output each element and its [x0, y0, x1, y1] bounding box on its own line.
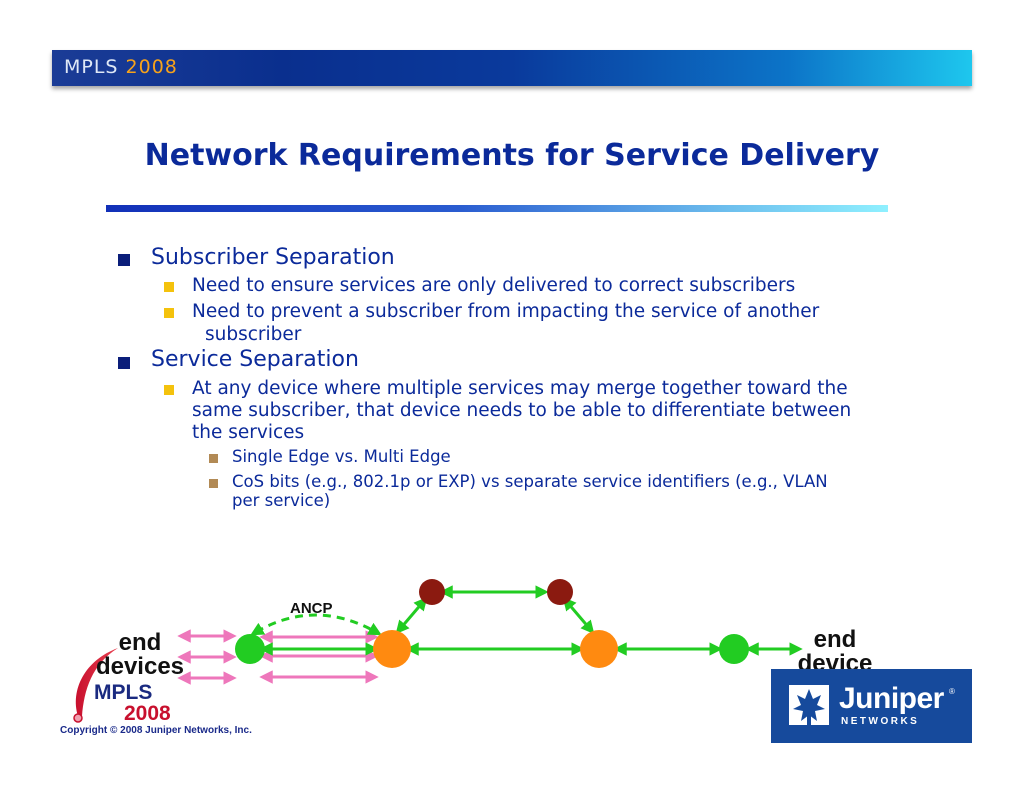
- edge-router-left: [373, 630, 411, 668]
- access-node-left: [235, 634, 265, 664]
- juniper-logo: Juniper ® NETWORKS: [771, 669, 972, 743]
- sub-bullet-icon: [164, 308, 174, 318]
- sub-sub-bullet-icon: [209, 479, 218, 488]
- access-node-right: [719, 634, 749, 664]
- juniper-networks-text: NETWORKS: [841, 716, 920, 727]
- sub-bullet-text: Need to prevent a subscriber from impact…: [192, 301, 820, 322]
- juniper-wordmark: Juniper: [839, 682, 944, 715]
- title-underline: [106, 205, 888, 212]
- slide-title: Network Requirements for Service Deliver…: [144, 138, 880, 173]
- sub-bullet-icon: [164, 385, 174, 395]
- sub-sub-bullet-text: Single Edge vs. Multi Edge: [232, 447, 451, 466]
- end-label-line1: end: [118, 629, 162, 656]
- sub-bullet-text-cont: subscriber: [205, 324, 302, 345]
- end-label-line1: end: [813, 626, 857, 653]
- service-node-left: [419, 579, 445, 605]
- sub-bullet-text-cont: same subscriber, that device needs to be…: [192, 400, 852, 421]
- service-node-right: [547, 579, 573, 605]
- bullet-square-icon: [118, 357, 130, 369]
- ancp-label: ANCP: [290, 600, 333, 617]
- banner-year: 2008: [125, 56, 178, 78]
- banner-mpls: MPLS: [64, 56, 119, 78]
- end-label-line2: devices: [95, 653, 185, 680]
- logo-mpls-text: MPLS: [94, 681, 153, 704]
- bullet-square-icon: [118, 254, 130, 266]
- network-links: [250, 585, 803, 656]
- sub-sub-bullet-text-cont: per service): [232, 491, 331, 510]
- service-links-middle: [259, 630, 379, 684]
- juniper-leaf-icon: [789, 685, 829, 725]
- copyright-notice: Copyright © 2008 Juniper Networks, Inc.: [60, 725, 252, 736]
- sub-sub-bullet-icon: [209, 454, 218, 463]
- mpls-logo-swoosh-icon: [73, 648, 118, 723]
- sub-bullet-text: At any device where multiple services ma…: [192, 378, 848, 399]
- sub-sub-bullet-text: CoS bits (e.g., 802.1p or EXP) vs separa…: [232, 472, 828, 491]
- subscriber-links-left: [177, 629, 237, 685]
- header-banner: MPLS 2008: [52, 50, 972, 86]
- bullet-service-separation: Service Separation: [151, 347, 359, 372]
- juniper-registered-mark: ®: [949, 687, 955, 696]
- bullet-subscriber-separation: Subscriber Separation: [151, 245, 395, 270]
- logo-year-text: 2008: [124, 702, 171, 725]
- banner-title: MPLS 2008: [64, 56, 178, 78]
- sub-bullet-text: Need to ensure services are only deliver…: [192, 275, 796, 296]
- end-devices-label-left: end devices: [90, 631, 190, 679]
- sub-bullet-text-cont: the services: [192, 422, 305, 443]
- edge-router-right: [580, 630, 618, 668]
- sub-bullet-icon: [164, 282, 174, 292]
